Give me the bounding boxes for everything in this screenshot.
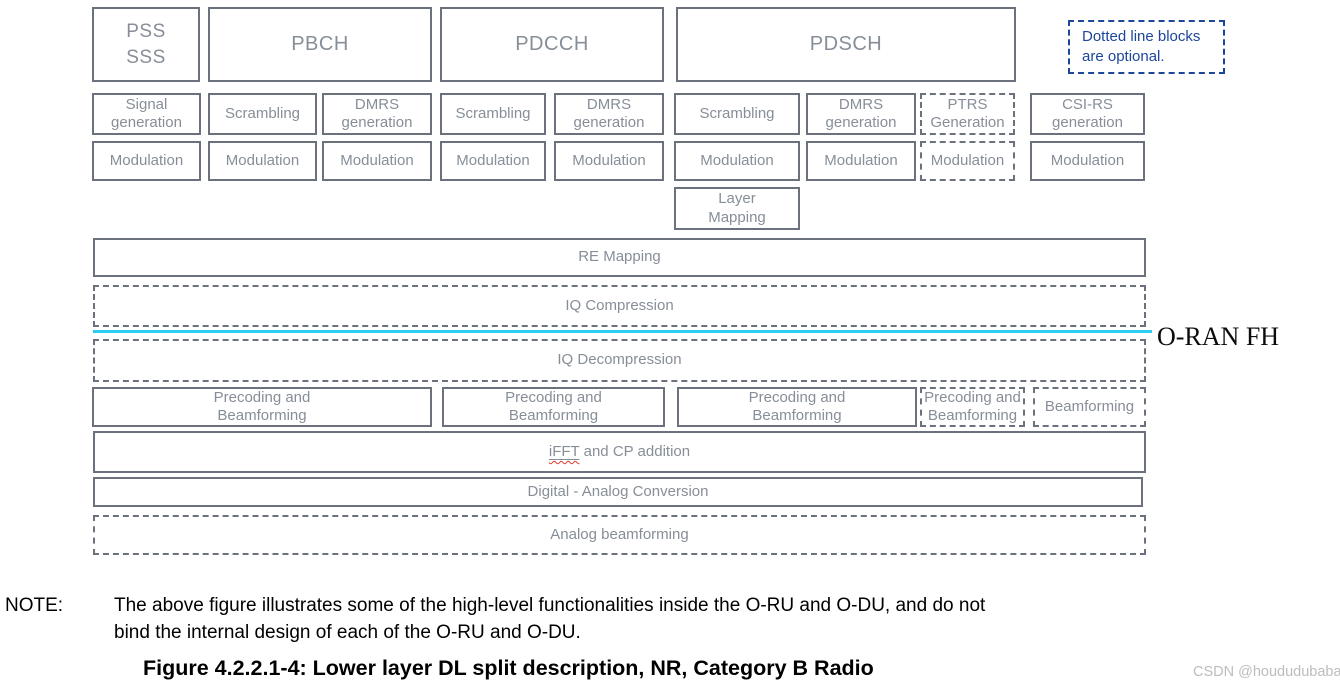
- iq-decompression-box: IQ Decompression: [93, 339, 1146, 382]
- ptrs-generation-box: PTRS Generation: [920, 93, 1015, 135]
- pbch-dmrs-generation-box: DMRS generation: [322, 93, 432, 135]
- precoding-beamforming-box-optional: Precoding and Beamforming: [920, 387, 1025, 427]
- precoding-beamforming-box: Precoding and Beamforming: [677, 387, 917, 427]
- beamforming-box-optional: Beamforming: [1033, 387, 1146, 427]
- optional-legend-note: Dotted line blocks are optional.: [1068, 20, 1225, 74]
- pdsch-scrambling-box: Scrambling: [674, 93, 800, 135]
- channel-pdcch-box: PDCCH: [440, 7, 664, 82]
- signal-generation-box: Signal generation: [92, 93, 201, 135]
- precoding-beamforming-box: Precoding and Beamforming: [92, 387, 432, 427]
- note-block: NOTE: The above figure illustrates some …: [0, 592, 1340, 648]
- iq-compression-box: IQ Compression: [93, 285, 1146, 327]
- watermark: CSDN @hoududubaba: [1193, 664, 1340, 680]
- modulation-box: Modulation: [322, 141, 432, 181]
- layer-mapping-box: Layer Mapping: [674, 187, 800, 230]
- analog-beamforming-box: Analog beamforming: [93, 515, 1146, 555]
- note-line-2: bind the internal design of each of the …: [114, 622, 581, 643]
- re-mapping-box: RE Mapping: [93, 238, 1146, 277]
- channel-pbch-box: PBCH: [208, 7, 432, 82]
- ifft-label: iFFT and CP addition: [549, 443, 690, 461]
- modulation-box: Modulation: [1030, 141, 1145, 181]
- note-line-1: The above figure illustrates some of the…: [114, 595, 986, 616]
- ifft-word: iFFT: [548, 442, 580, 460]
- modulation-box: Modulation: [92, 141, 201, 181]
- csi-rs-generation-box: CSI-RS generation: [1030, 93, 1145, 135]
- note-body: The above figure illustrates some of the…: [114, 592, 985, 646]
- modulation-box: Modulation: [440, 141, 546, 181]
- channel-pdsch-box: PDSCH: [676, 7, 1016, 82]
- pbch-scrambling-box: Scrambling: [208, 93, 317, 135]
- modulation-box: Modulation: [806, 141, 916, 181]
- note-label: NOTE:: [5, 595, 64, 616]
- digital-analog-conversion-box: Digital - Analog Conversion: [93, 477, 1143, 507]
- precoding-beamforming-box: Precoding and Beamforming: [442, 387, 665, 427]
- modulation-box-optional: Modulation: [920, 141, 1015, 181]
- oran-fh-label: O-RAN FH: [1157, 322, 1280, 351]
- modulation-box: Modulation: [554, 141, 664, 181]
- modulation-box: Modulation: [208, 141, 317, 181]
- pdsch-dmrs-generation-box: DMRS generation: [806, 93, 916, 135]
- ifft-rest: and CP addition: [579, 442, 691, 460]
- ifft-cp-addition-box: iFFT and CP addition: [93, 431, 1146, 473]
- pdcch-scrambling-box: Scrambling: [440, 93, 546, 135]
- oran-fh-split-line: [93, 330, 1152, 333]
- modulation-box: Modulation: [674, 141, 800, 181]
- pdcch-dmrs-generation-box: DMRS generation: [554, 93, 664, 135]
- figure-caption: Figure 4.2.2.1-4: Lower layer DL split d…: [143, 656, 874, 680]
- channel-pss-sss-box: PSS SSS: [92, 7, 200, 82]
